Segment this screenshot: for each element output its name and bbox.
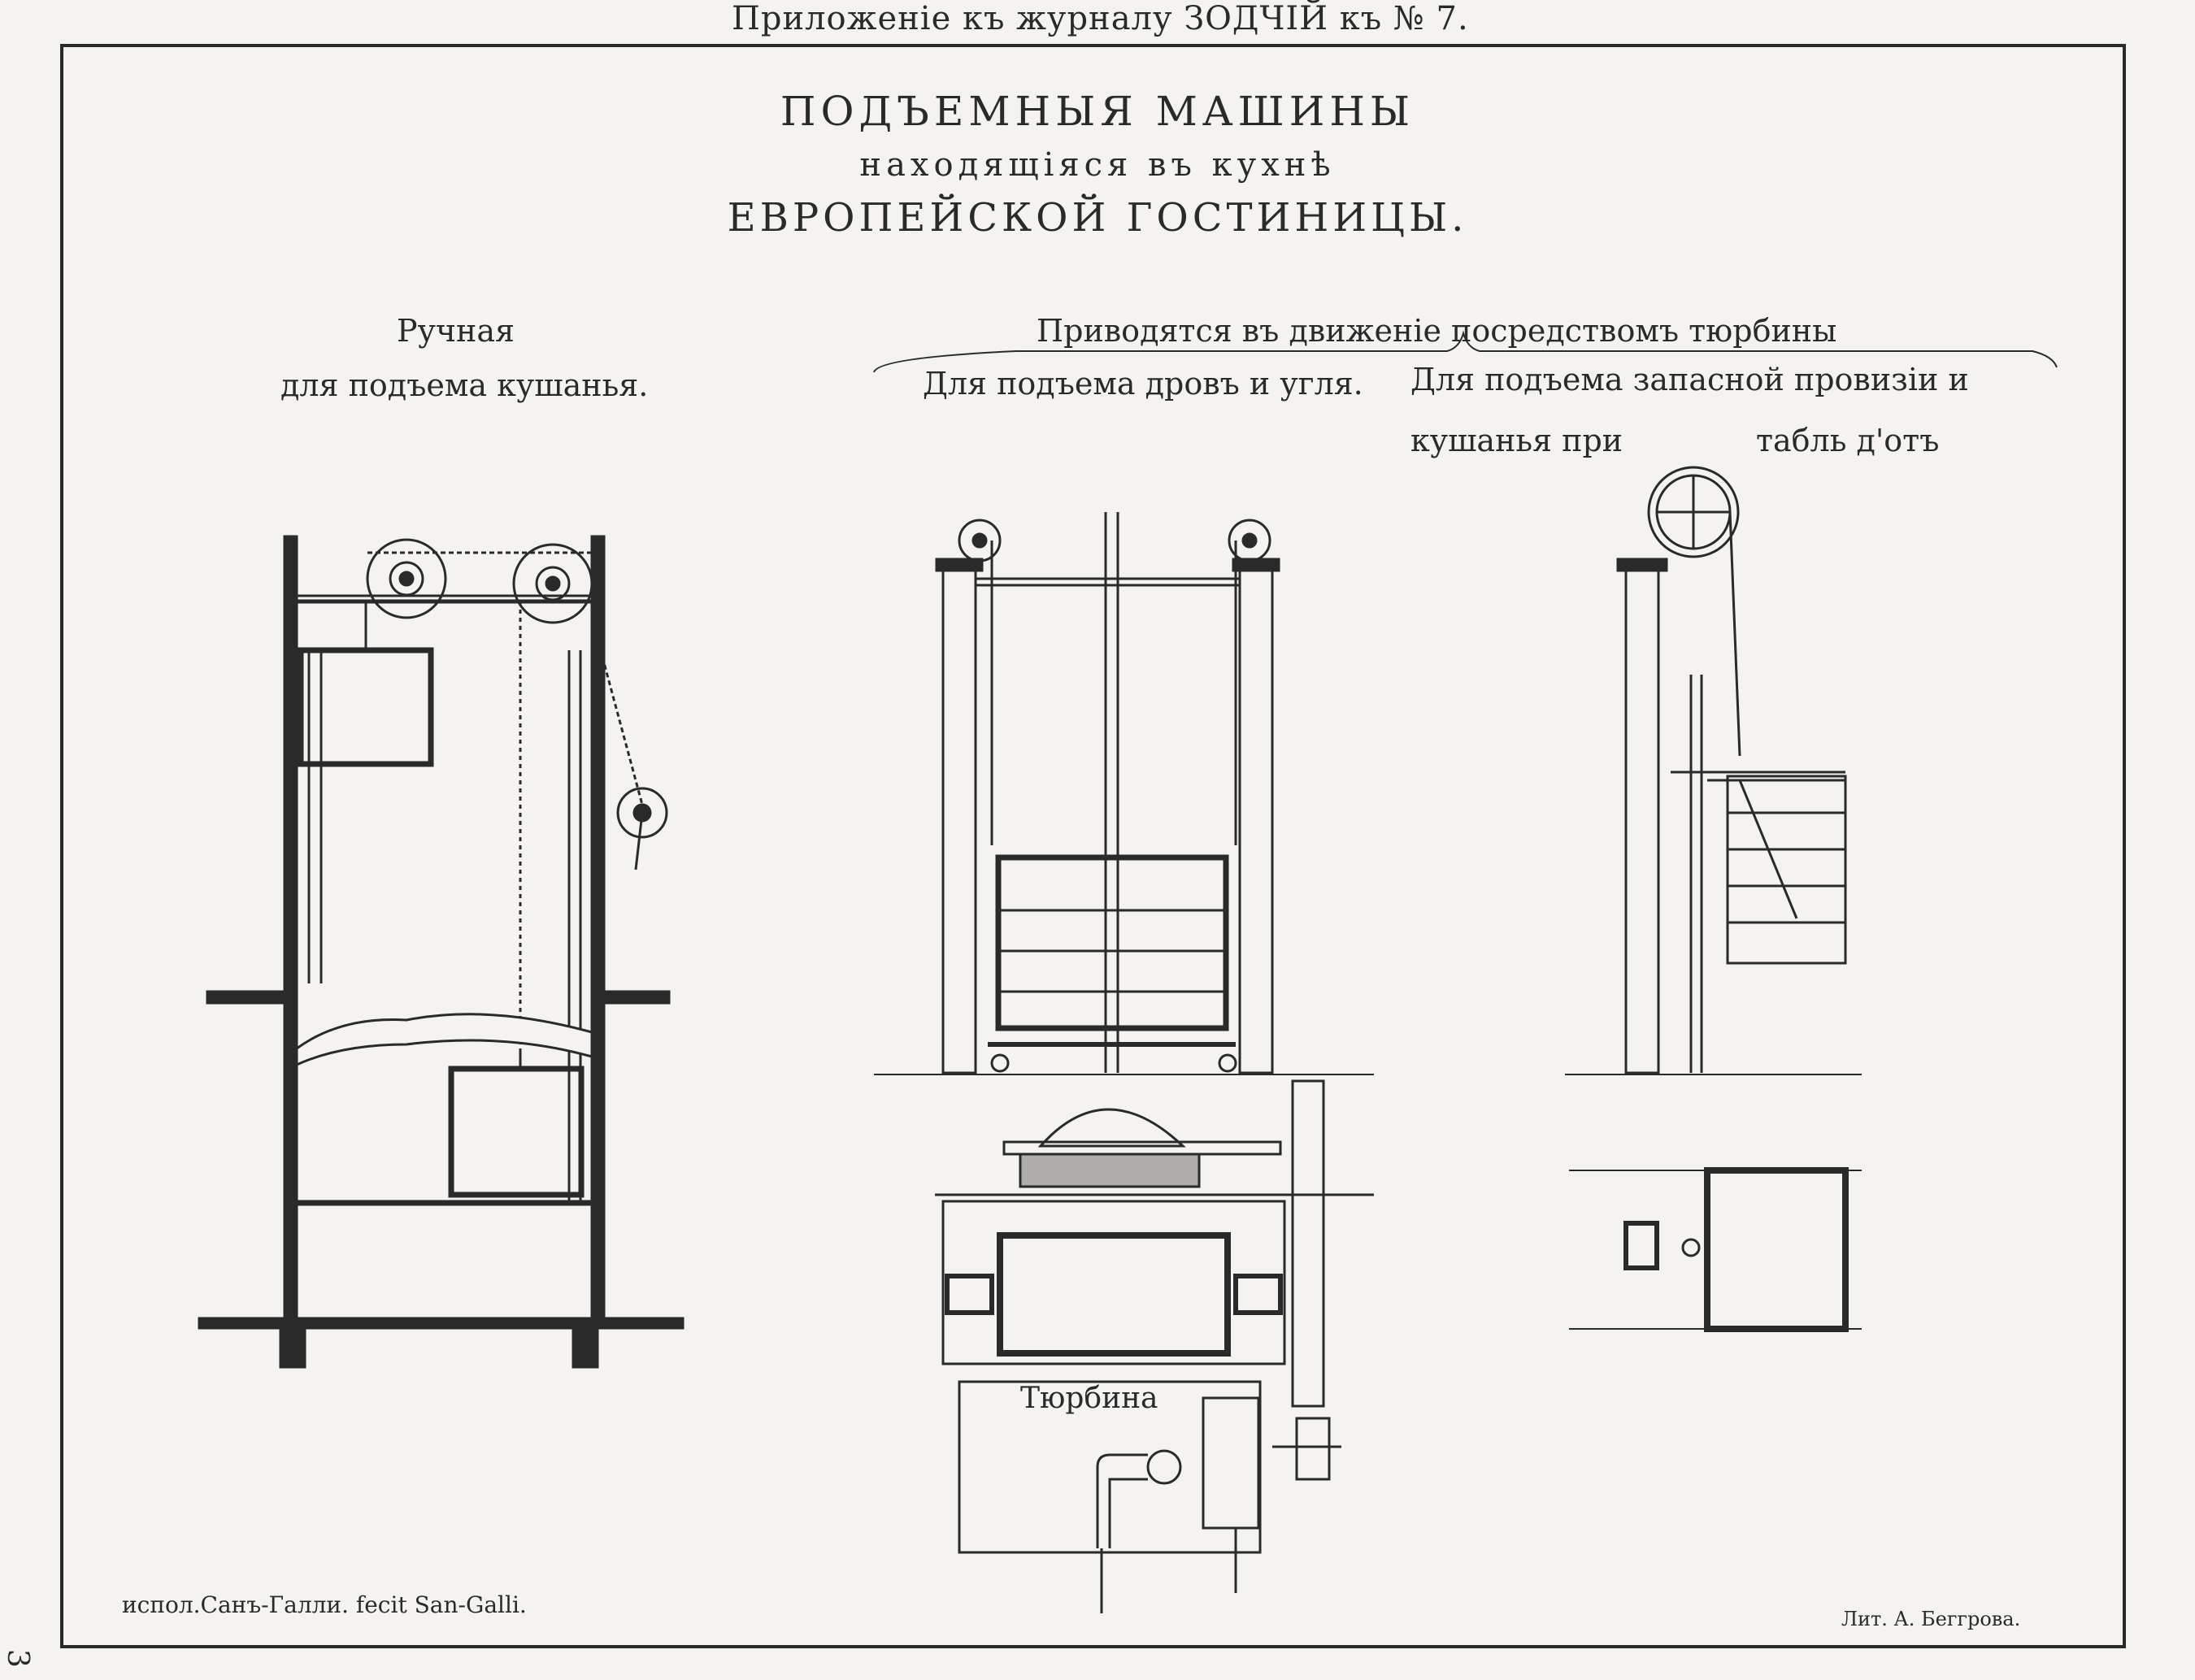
wood-coal-label: Для подъема дровъ и угля. [923,366,1363,402]
title-line-3: ЕВРОПЕЙСКОЙ ГОСТИНИЦЫ. [727,195,1468,241]
heading-brace [873,330,2058,373]
provisions-lift-drawing [1565,466,1862,1332]
footer-left: испол.Санъ-Галли. fecit San-Galli. [122,1591,527,1618]
turbine-label: Тюрбина [1020,1382,1158,1415]
title-line-2: находящіяся въ кухнѣ [859,146,1336,184]
provisions-line-2a: кушанья при [1410,423,1623,458]
provisions-line-2b: табль д'отъ [1756,423,1940,458]
footer-right: Лит. А. Беггрова. [1841,1608,2021,1630]
manual-subtitle: для подъема кушанья. [280,367,649,403]
title-line-1: ПОДЪЕМНЫЯ МАШИНЫ [780,88,1415,135]
manual-lift-drawing [198,535,685,1369]
turbine-heading: Приводятся въ движеніе посредствомъ тюрб… [1037,313,1837,349]
plate-border [60,44,2126,1648]
wood-coal-lift-drawing [874,512,1374,1613]
provisions-line-1: Для подъема запасной провизіи и [1410,362,1969,397]
journal-header: Приложеніе къ журналу ЗОДЧІЙ къ № 7. [732,0,1469,37]
manual-title: Ручная [397,313,515,349]
